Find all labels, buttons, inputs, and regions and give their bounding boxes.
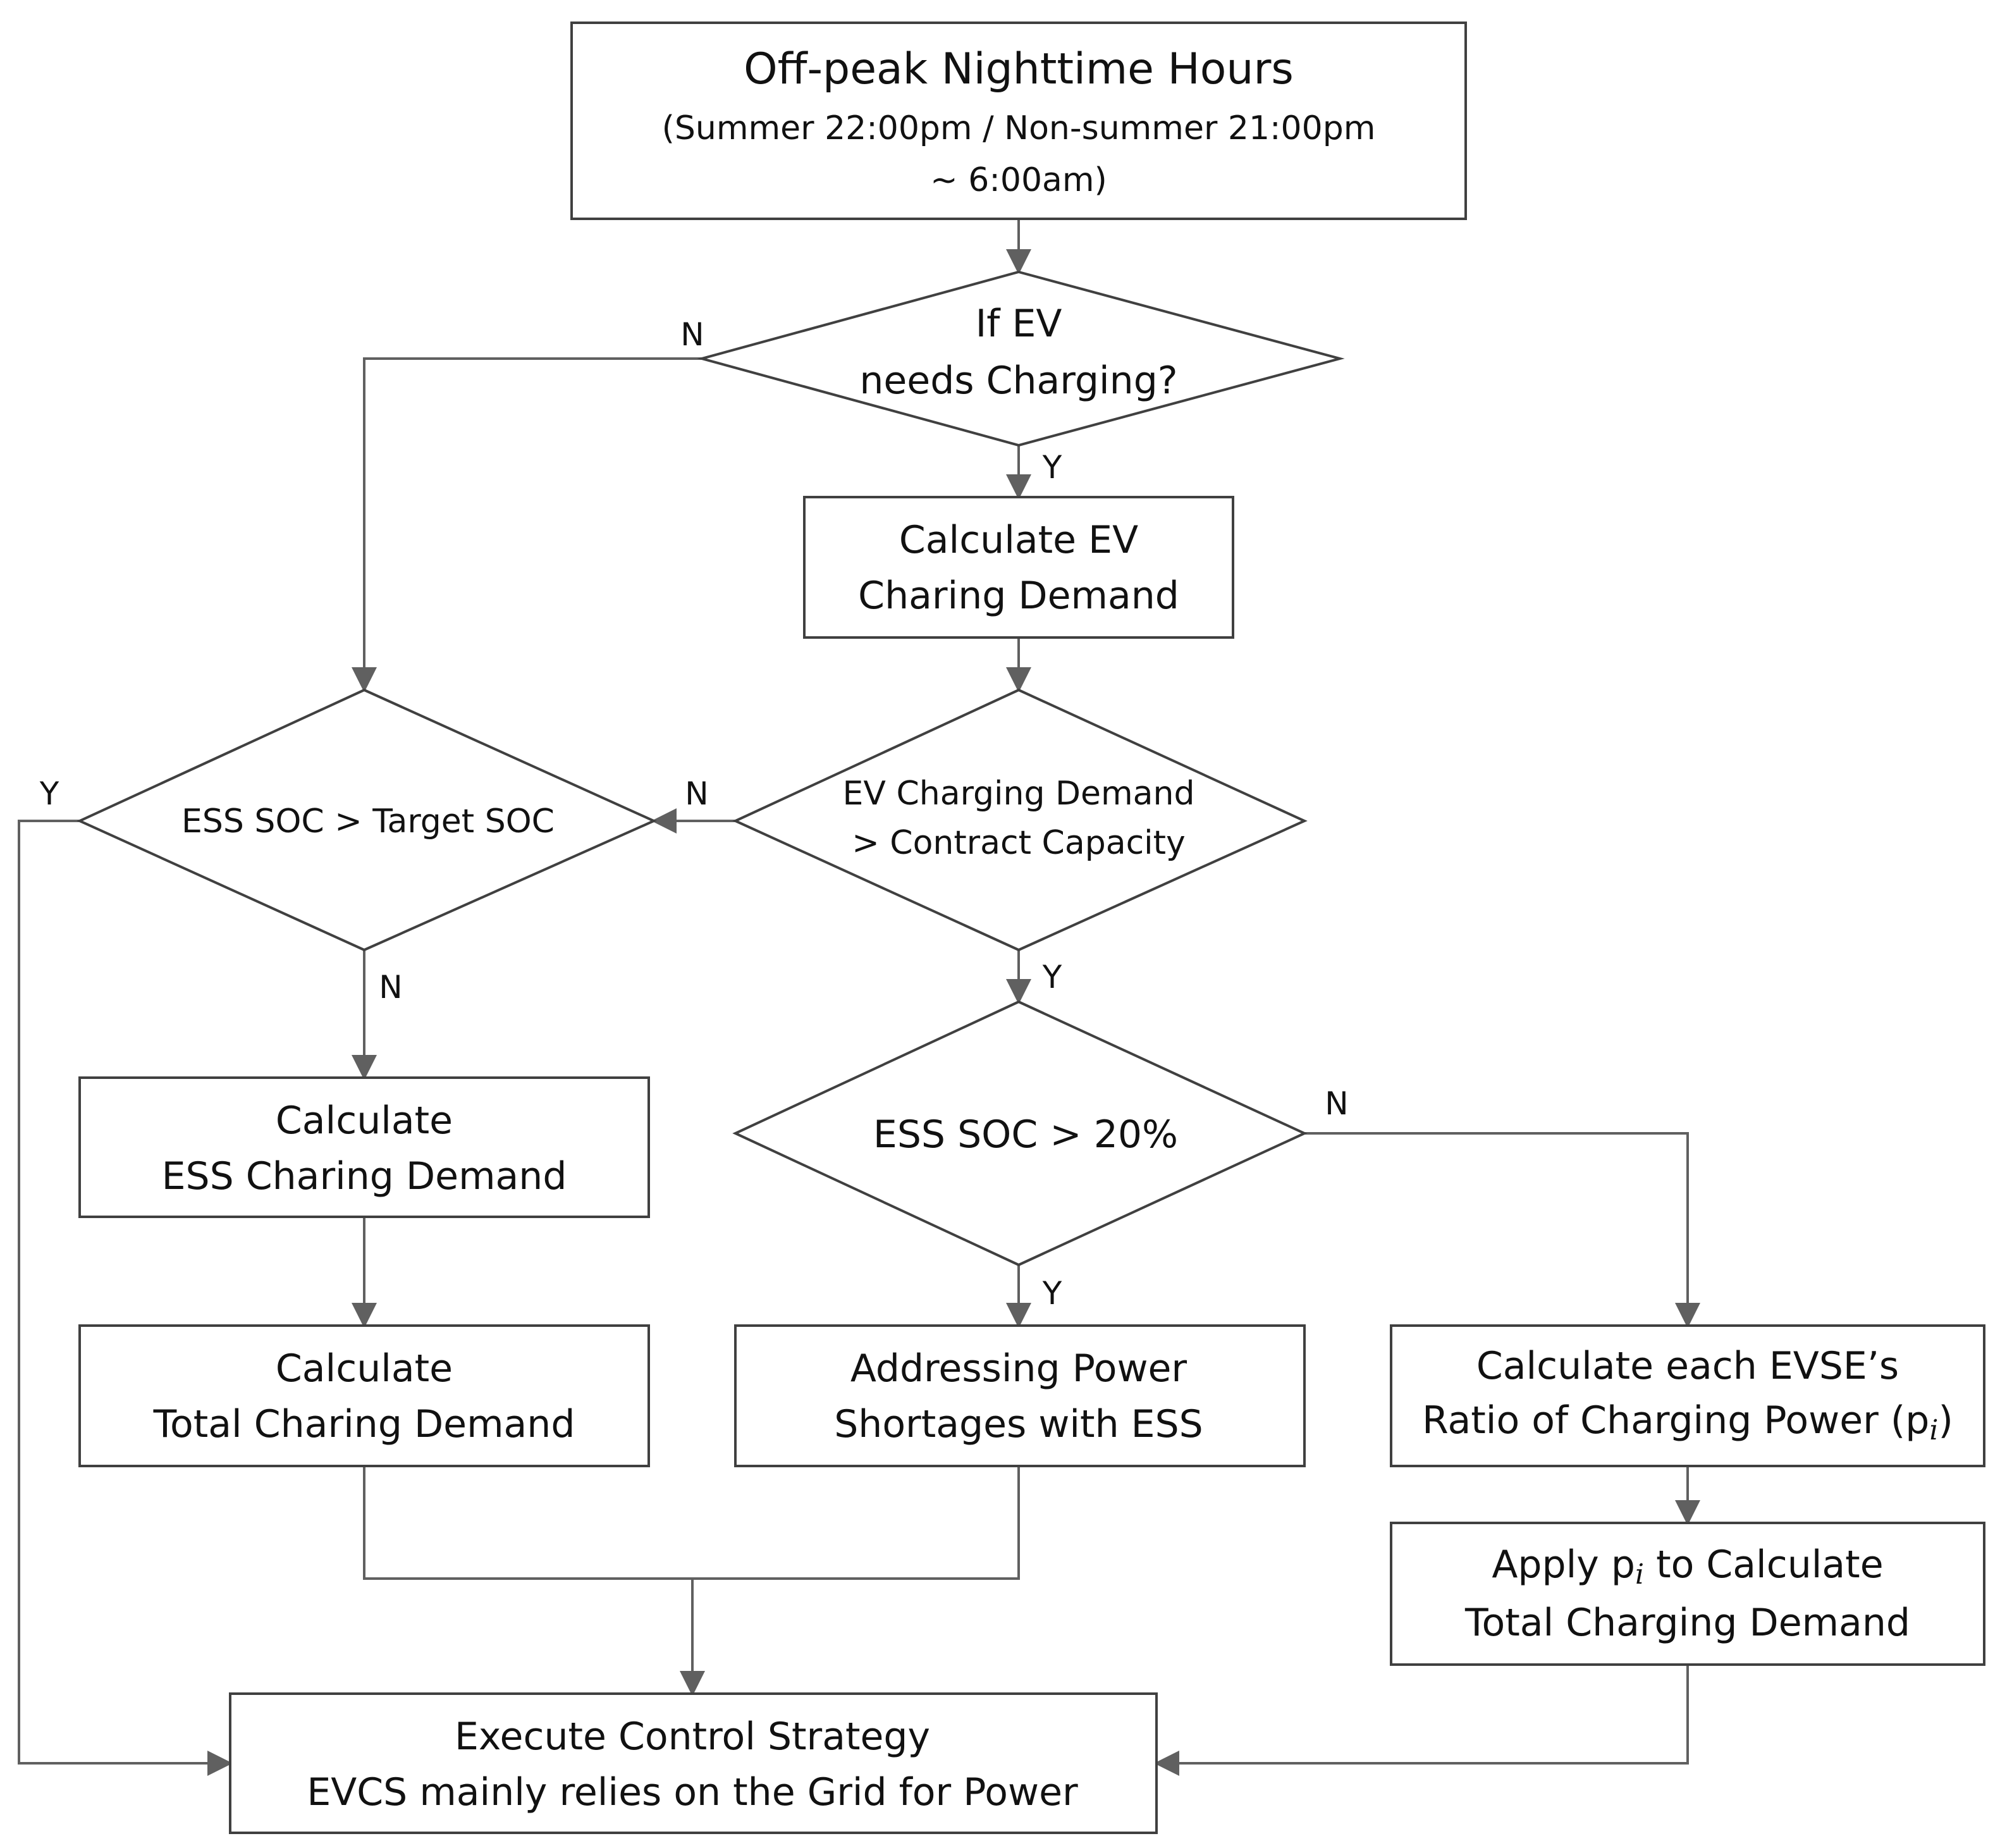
calc-ev-line1: Calculate EV [899,518,1138,562]
label-soc20-no: N [1325,1085,1348,1122]
calc-total-line2: Total Charing Demand [153,1402,575,1446]
contract-line1: EV Charging Demand [842,775,1194,813]
calc-ess-demand-box: Calculate ESS Charing Demand [78,1076,650,1218]
start-subtitle: (Summer 22:00pm / Non-summer 21:00pm [662,109,1376,147]
apply-line1: Apply pi to Calculate [1492,1543,1883,1591]
label-soc20-yes: Y [1042,1275,1062,1312]
apply-ratio-box: Apply pi to Calculate Total Charging Dem… [1390,1522,1985,1666]
label-contract-no: N [685,775,708,812]
apply-line1-rest: to Calculate [1644,1543,1884,1587]
edges [18,219,1700,1776]
calc-ratio-box: Calculate each EVSE’s Ratio of Charging … [1390,1324,1985,1467]
ratio-line2-close: ) [1938,1398,1953,1443]
shortage-line2: Shortages with ESS [834,1402,1203,1446]
calc-total-demand-box: Calculate Total Charing Demand [78,1324,650,1467]
ratio-line2-text: Ratio of Charging Power (p [1422,1398,1929,1443]
start-title: Off-peak Nighttime Hours [744,44,1294,94]
contract-line2: > Contract Capacity [852,824,1186,862]
apply-subscript: i [1635,1558,1644,1591]
label-ev-needs-no: N [680,316,704,353]
execute-line2: EVCS mainly relies on the Grid for Power [307,1770,1078,1814]
edge-labels: N Y Y N N Y N Y [39,316,1349,1312]
ev-demand-contract-decision: EV Charging Demand > Contract Capacity [732,688,1308,952]
label-ev-needs-yes: Y [1042,449,1062,486]
execute-box: Execute Control Strategy EVCS mainly rel… [229,1692,1158,1834]
edge-ev-needs-no-to-target [352,357,702,693]
apply-line1-text: Apply p [1492,1543,1635,1587]
calc-ess-line2: ESS Charing Demand [162,1154,567,1198]
ratio-line2: Ratio of Charging Power (pi) [1422,1398,1953,1446]
edge-soc20-no-to-ratio [1304,1132,1700,1328]
label-target-yes: Y [39,775,59,812]
calc-ev-line2: Charing Demand [858,574,1179,618]
calc-ev-demand-box: Calculate EV Charing Demand [803,496,1234,639]
edge-apply-to-execute [1154,1665,1689,1776]
ev-needs-charging-decision: If EV needs Charging? [697,270,1345,447]
ess-soc-20-text: ESS SOC > 20% [873,1112,1178,1157]
apply-line2: Total Charging Demand [1464,1601,1910,1645]
ev-needs-line2: needs Charging? [859,359,1177,403]
ev-needs-line1: If EV [976,302,1062,346]
edge-target-yes-to-execute [18,820,233,1776]
calc-ess-line1: Calculate [276,1099,453,1143]
execute-line1: Execute Control Strategy [455,1715,930,1759]
calc-total-line1: Calculate [276,1346,453,1391]
edge-total-and-shortage-merge [363,1466,1020,1580]
address-shortage-box: Addressing Power Shortages with ESS [734,1324,1306,1467]
ess-soc-target-text: ESS SOC > Target SOC [181,803,555,841]
start-box: Off-peak Nighttime Hours (Summer 22:00pm… [570,22,1467,220]
ratio-line1: Calculate each EVSE’s [1476,1344,1899,1388]
ess-soc-target-decision: ESS SOC > Target SOC [77,688,657,952]
label-target-no: N [379,969,402,1006]
label-contract-yes: Y [1042,959,1062,995]
ess-soc-20-decision: ESS SOC > 20% [732,1000,1308,1267]
shortage-line1: Addressing Power [850,1346,1187,1391]
start-subtitle-cont: ~ 6:00am) [930,161,1107,199]
ratio-subscript: i [1929,1414,1938,1446]
